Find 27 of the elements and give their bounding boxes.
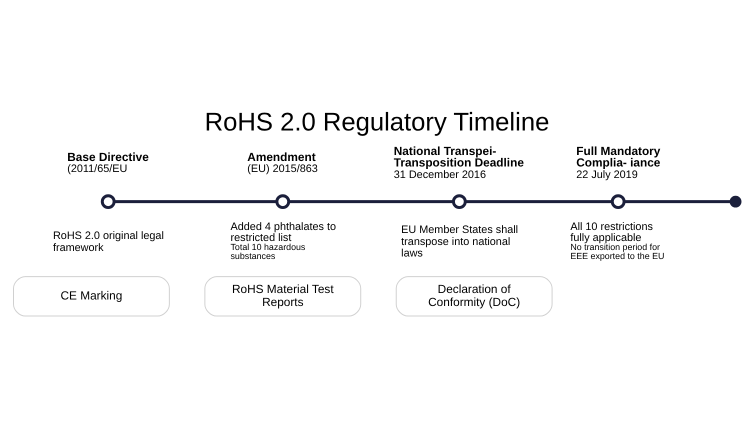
node-label: Total 10 hazardous substances [230, 242, 306, 262]
node-circle [730, 196, 742, 208]
node-label: (EU) 2015/863 [247, 162, 318, 175]
node-label: Base Directive [67, 150, 149, 164]
connector [466, 200, 612, 204]
node-box: CE Marking [13, 276, 170, 317]
node-circle [452, 194, 467, 210]
node-label: National Transpei- Transposition Deadline [394, 144, 524, 170]
node-label: RoHS 2.0 original legal framework [52, 230, 164, 254]
node-label: Added 4 phthalates to restricted list [230, 221, 336, 244]
node-circle [275, 194, 290, 210]
node-box: Declaration of Conformity (DoC) [396, 276, 553, 317]
node-circle [100, 194, 116, 210]
node-label: 31 December 2016 [394, 168, 486, 181]
connector [289, 200, 454, 204]
node-label: (2011/65/EU [67, 162, 128, 175]
node-box: RoHS Material Test Reports [204, 276, 362, 317]
connector [114, 200, 277, 204]
node-circle [610, 194, 626, 210]
node-label: 22 July 2019 [576, 168, 638, 181]
node-label: EU Member States shall transpose into national laws [401, 224, 518, 260]
node-label: All 10 restrictions fully applicable [570, 221, 653, 244]
node-label: No transition period for EEE exported to the EU [570, 242, 664, 262]
connector [624, 200, 730, 204]
diagram-title: RoHS 2.0 Regulatory Timeline [204, 108, 550, 136]
node-label: Full Mandatory Complia- iance [576, 144, 660, 170]
node-label: Amendment [247, 150, 316, 164]
